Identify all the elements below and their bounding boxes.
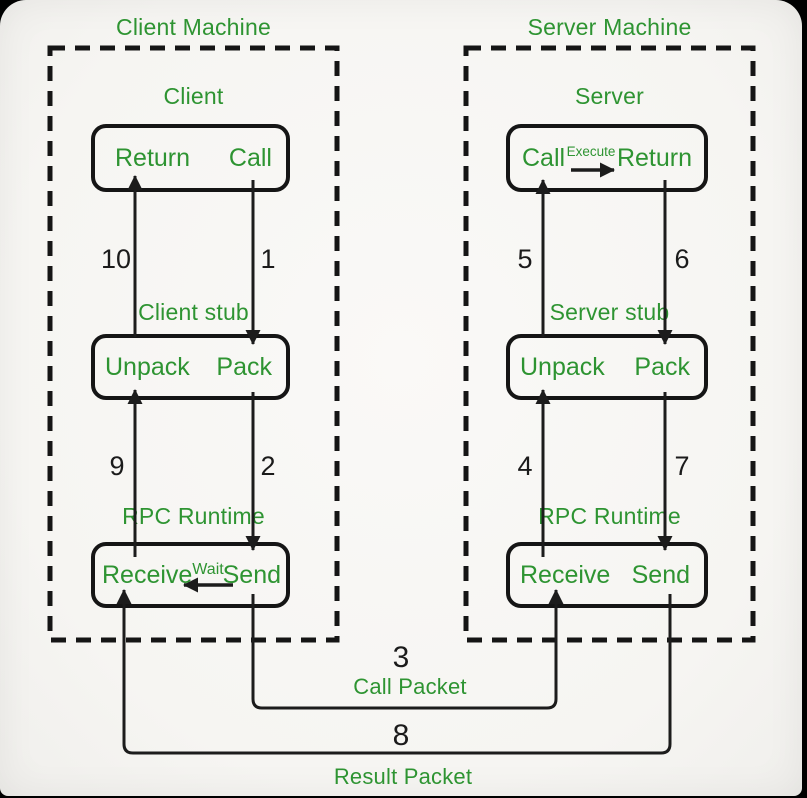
step-7-label: 7 [674, 451, 690, 481]
execute-label: Execute [566, 144, 616, 159]
client-pack-label: Pack [216, 352, 272, 381]
step-10-label: 10 [100, 244, 132, 274]
client-section-label: Client [163, 83, 224, 109]
step-2-label: 2 [260, 451, 276, 481]
wait-label: Wait [192, 561, 224, 578]
client-runtime-label: RPC Runtime [122, 503, 265, 529]
step-6-label: 6 [674, 244, 690, 274]
step-5-label: 5 [517, 244, 533, 274]
client-app-box: Return Call [91, 124, 290, 192]
client-unpack-label: Unpack [105, 352, 190, 381]
server-unpack-label: Unpack [520, 352, 605, 381]
step-8-label: 8 [392, 719, 410, 752]
server-call-label: Call [522, 143, 566, 172]
server-receive-label: Receive [520, 560, 611, 589]
step-9-label: 9 [109, 451, 125, 481]
call-packet-label: Call Packet [353, 674, 467, 699]
server-runtime-box: Receive Send [506, 542, 708, 608]
server-pack-label: Pack [634, 352, 690, 381]
server-stub-label: Server stub [549, 299, 670, 325]
client-receive-label: Receive [102, 560, 193, 589]
server-send-label: Send [631, 560, 690, 589]
server-stub-box: Unpack Pack [506, 334, 708, 400]
server-runtime-label: RPC Runtime [538, 503, 681, 529]
client-machine-title: Client Machine [116, 14, 271, 40]
server-return-label: Return [616, 143, 692, 172]
step-3-label: 3 [392, 641, 410, 674]
server-machine-title: Server Machine [527, 14, 692, 40]
server-section-label: Server [575, 83, 644, 109]
step-1-label: 1 [260, 244, 276, 274]
client-send-label: Send [222, 560, 281, 589]
step-4-label: 4 [517, 451, 533, 481]
client-call-label: Call [228, 143, 272, 172]
result-packet-label: Result Packet [333, 764, 473, 789]
client-stub-label: Client stub [138, 299, 249, 325]
client-return-label: Return [115, 143, 191, 172]
client-stub-box: Unpack Pack [91, 334, 290, 400]
